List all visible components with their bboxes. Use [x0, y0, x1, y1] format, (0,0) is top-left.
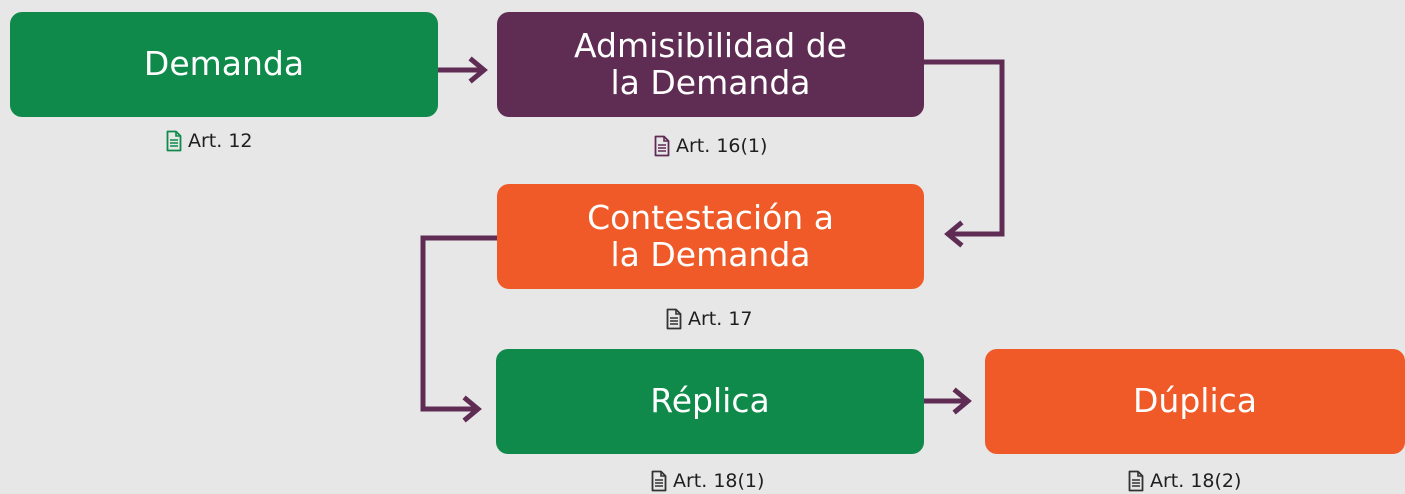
- connector-admisibilidad-to-contestacion: [921, 59, 1005, 248]
- node-replica: Réplica: [496, 349, 924, 454]
- node-demanda-label: Demanda: [143, 44, 305, 84]
- document-icon: [666, 308, 682, 330]
- node-duplica: Dúplica: [985, 349, 1405, 454]
- ref-admisibilidad-text: Art. 16(1): [676, 135, 768, 157]
- document-icon: [654, 135, 670, 157]
- ref-contestacion-text: Art. 17: [688, 308, 753, 330]
- ref-duplica: Art. 18(2): [1128, 469, 1241, 493]
- connector-demanda-to-admisibilidad: [435, 56, 488, 84]
- node-admisibilidad: Admisibilidad de la Demanda: [497, 12, 924, 117]
- ref-demanda: Art. 12: [166, 129, 253, 153]
- ref-demanda-text: Art. 12: [188, 130, 253, 152]
- document-icon: [651, 470, 667, 492]
- ref-admisibilidad: Art. 16(1): [654, 134, 767, 158]
- document-icon: [1128, 470, 1144, 492]
- node-admisibilidad-label: Admisibilidad de la Demanda: [574, 25, 847, 102]
- document-icon: [166, 130, 182, 152]
- connector-replica-to-duplica: [921, 387, 972, 415]
- ref-duplica-text: Art. 18(2): [1150, 470, 1242, 492]
- ref-replica-text: Art. 18(1): [673, 470, 765, 492]
- ref-replica: Art. 18(1): [651, 469, 764, 493]
- connector-contestacion-to-replica: [420, 235, 500, 423]
- node-replica-label: Réplica: [650, 381, 770, 421]
- ref-contestacion: Art. 17: [666, 307, 753, 331]
- node-contestacion-label: Contestación a la Demanda: [587, 197, 834, 274]
- node-demanda: Demanda: [10, 12, 438, 117]
- node-duplica-label: Dúplica: [1133, 381, 1257, 421]
- node-contestacion: Contestación a la Demanda: [497, 184, 924, 289]
